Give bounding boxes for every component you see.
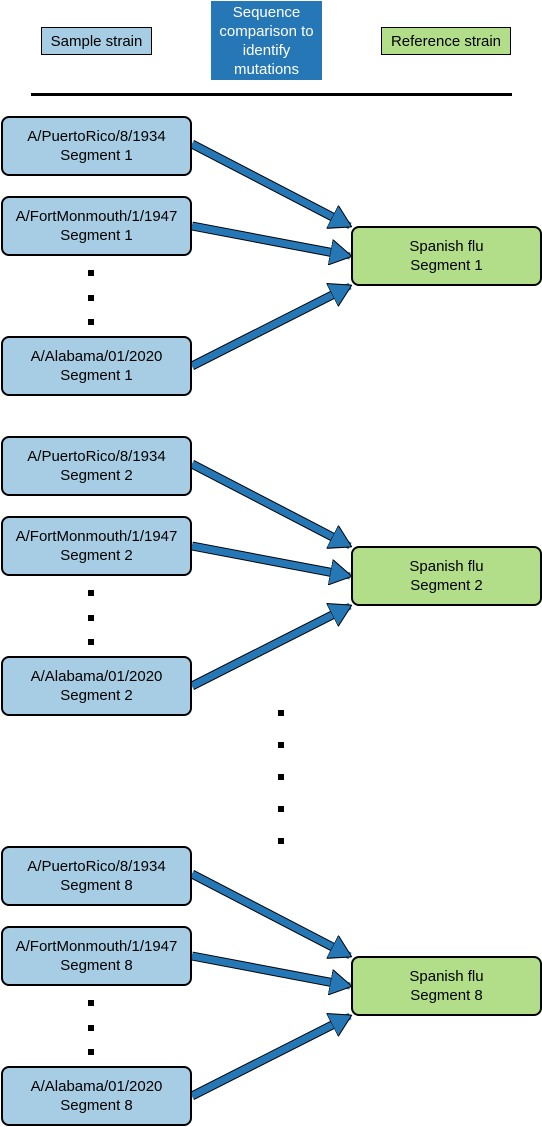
- reference-strain-name: Spanish flu: [409, 968, 484, 985]
- reference-segment: Segment 2: [410, 577, 483, 594]
- comparison-arrow-g2-2: [191, 542, 350, 576]
- header-divider: [31, 93, 512, 96]
- sample-segment: Segment 8: [60, 1097, 133, 1114]
- sample-strain-name: A/PuertoRico/8/1934: [27, 448, 166, 465]
- sample-segment: Segment 8: [60, 957, 133, 974]
- sample-segment: Segment 2: [60, 547, 133, 564]
- sample-strain-name: A/PuertoRico/8/1934: [27, 128, 166, 145]
- sample-segment: Segment 2: [60, 467, 133, 484]
- sample-node-g1-alabama: A/Alabama/01/2020 Segment 1: [1, 336, 192, 396]
- comparison-arrow-g3-1: [190, 870, 350, 960]
- sample-node-g1-puertorico: A/PuertoRico/8/1934 Segment 1: [1, 116, 192, 176]
- sample-strain-name: A/FortMonmouth/1/1947: [15, 528, 178, 545]
- sample-node-g3-puertorico: A/PuertoRico/8/1934 Segment 8: [1, 846, 192, 906]
- sample-segment: Segment 8: [60, 877, 133, 894]
- ellipsis-dot: [88, 319, 94, 325]
- ellipsis-dot: [278, 806, 284, 812]
- sample-node-g3-alabama: A/Alabama/01/2020 Segment 8: [1, 1066, 192, 1126]
- comparison-arrow-g2-3: [190, 602, 350, 690]
- ellipsis-dot: [278, 710, 284, 716]
- comparison-arrow-g1-3: [190, 282, 350, 370]
- sample-segment: Segment 2: [60, 687, 133, 704]
- comparison-arrow-g3-2: [191, 952, 350, 986]
- sample-node-g2-alabama: A/Alabama/01/2020 Segment 2: [1, 656, 192, 716]
- sample-node-g2-fortmonmouth: A/FortMonmouth/1/1947 Segment 2: [1, 516, 192, 576]
- ellipsis-dot: [278, 742, 284, 748]
- ellipsis-dot: [88, 1000, 94, 1006]
- legend-comparison-label: Sequence comparison to identify mutation…: [219, 3, 314, 78]
- reference-node-g3: Spanish flu Segment 8: [351, 956, 542, 1016]
- ellipsis-dot: [88, 270, 94, 276]
- reference-strain-name: Spanish flu: [409, 238, 484, 255]
- ellipsis-dot: [88, 639, 94, 645]
- comparison-arrow-g1-1: [190, 140, 350, 230]
- comparison-arrow-g1-2: [191, 222, 350, 256]
- legend-sample-strain: Sample strain: [41, 27, 152, 55]
- sample-strain-name: A/FortMonmouth/1/1947: [15, 208, 178, 225]
- reference-segment: Segment 8: [410, 987, 483, 1004]
- sample-node-g2-puertorico: A/PuertoRico/8/1934 Segment 2: [1, 436, 192, 496]
- legend-sequence-comparison: Sequence comparison to identify mutation…: [211, 1, 322, 80]
- sample-strain-name: A/Alabama/01/2020: [30, 668, 163, 685]
- legend-sample-label: Sample strain: [50, 32, 143, 50]
- legend-reference-label: Reference strain: [390, 32, 502, 50]
- sample-node-g1-fortmonmouth: A/FortMonmouth/1/1947 Segment 1: [1, 196, 192, 256]
- ellipsis-dot: [88, 1025, 94, 1031]
- comparison-arrow-g2-1: [190, 460, 350, 550]
- ellipsis-dot: [278, 838, 284, 844]
- sample-strain-name: A/Alabama/01/2020: [30, 348, 163, 365]
- reference-segment: Segment 1: [410, 257, 483, 274]
- sample-strain-name: A/FortMonmouth/1/1947: [15, 938, 178, 955]
- sample-segment: Segment 1: [60, 227, 133, 244]
- sample-strain-name: A/PuertoRico/8/1934: [27, 858, 166, 875]
- sample-node-g3-fortmonmouth: A/FortMonmouth/1/1947 Segment 8: [1, 926, 192, 986]
- sample-strain-name: A/Alabama/01/2020: [30, 1078, 163, 1095]
- reference-node-g1: Spanish flu Segment 1: [351, 226, 542, 286]
- comparison-arrow-g3-3: [190, 1012, 350, 1100]
- reference-node-g2: Spanish flu Segment 2: [351, 546, 542, 606]
- reference-strain-name: Spanish flu: [409, 558, 484, 575]
- ellipsis-dot: [88, 1049, 94, 1055]
- ellipsis-dot: [88, 295, 94, 301]
- ellipsis-dot: [88, 615, 94, 621]
- ellipsis-dot: [88, 590, 94, 596]
- legend-reference-strain: Reference strain: [381, 27, 511, 55]
- sample-segment: Segment 1: [60, 367, 133, 384]
- sample-segment: Segment 1: [60, 147, 133, 164]
- ellipsis-dot: [278, 774, 284, 780]
